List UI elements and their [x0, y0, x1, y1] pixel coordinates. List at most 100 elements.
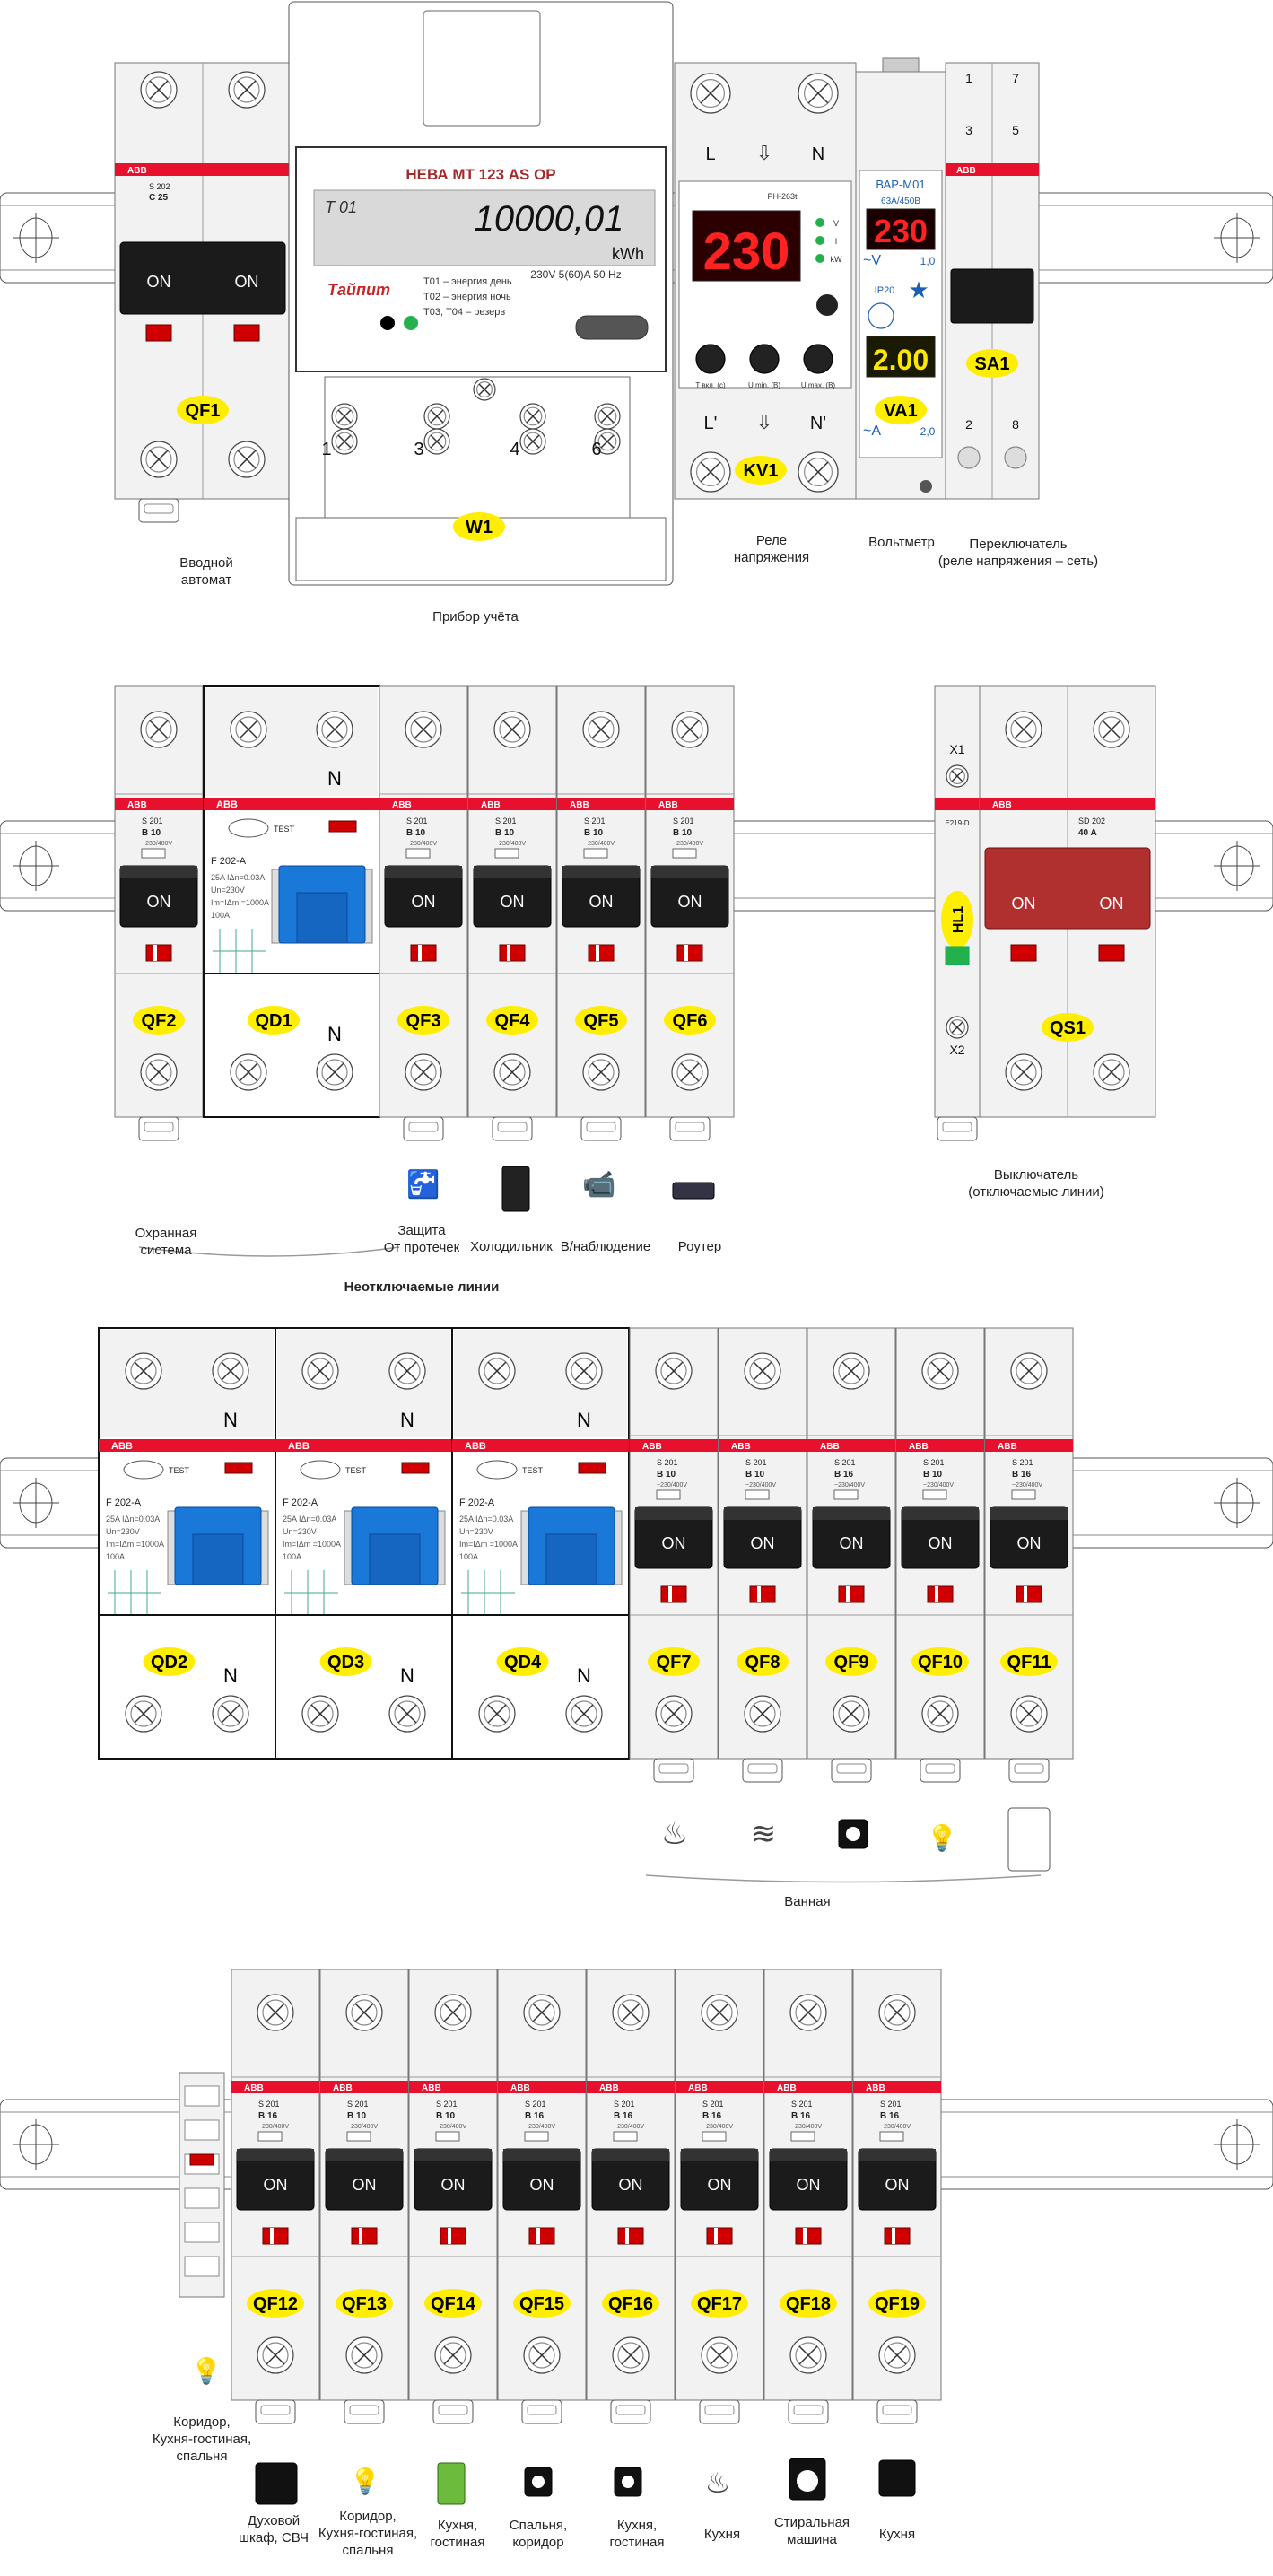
sa1-terminal: 3	[965, 123, 972, 137]
mcb-rating: B 16	[834, 1470, 854, 1480]
screw-icon	[478, 1695, 516, 1733]
test-label: TEST	[169, 1466, 190, 1475]
relay-model: РН-263t	[767, 192, 798, 201]
meter-spec: 230V 5(60)A 50 Hz	[530, 268, 621, 281]
screw-slot	[1102, 1062, 1121, 1082]
mcb-toggle-top	[474, 866, 551, 878]
abb-band	[646, 798, 734, 810]
neutral-label: N	[577, 1409, 591, 1431]
clip-slot	[658, 1763, 689, 1774]
mcb-on-text: ON	[678, 893, 702, 911]
screw-icon	[140, 711, 178, 748]
mcb-voltage: ~230/400V	[923, 1482, 954, 1489]
qf17-caption: Кухня	[703, 2527, 741, 2542]
screw-icon	[946, 1016, 969, 1039]
test-button	[228, 818, 269, 838]
tag-oval	[336, 2289, 393, 2318]
busbar-module	[179, 2072, 225, 2298]
mcb-model: S 201	[673, 816, 694, 825]
sa1-caption: Переключатель (реле напряжения – сеть)	[937, 537, 1099, 569]
rcd-model: F 202-A	[459, 1498, 495, 1508]
tag-oval	[453, 512, 505, 541]
mcb-toggle-top	[562, 866, 640, 878]
rcd-spec: 25A IΔn=0.03A	[459, 1515, 513, 1524]
abb-logo: ABB	[820, 1442, 840, 1452]
abb-logo: ABB	[956, 166, 976, 176]
qs1-indicator	[1098, 944, 1125, 962]
mcb-capacity	[583, 848, 608, 859]
screw-icon	[878, 1994, 916, 2031]
mcb-voltage: ~230/400V	[584, 841, 615, 847]
mcb-on-text: ON	[840, 1534, 864, 1552]
sa1-terminal: 7	[1012, 71, 1019, 85]
qs1-rating: 40 A	[1078, 828, 1097, 838]
mcb-voltage: ~230/400V	[142, 841, 172, 847]
clip-slot	[497, 1122, 528, 1132]
tag-oval	[496, 1647, 549, 1676]
mcb-on-text: ON	[264, 2176, 288, 2194]
meter-led	[404, 316, 418, 330]
tag-label: QF10	[911, 1647, 969, 1676]
rcd-top	[100, 1330, 274, 1437]
relay-terminal: L	[705, 144, 715, 164]
qf1-on: ON	[235, 273, 259, 291]
clip-slot	[260, 2405, 291, 2415]
clip-slot	[408, 1122, 439, 1132]
mcb-indicator	[410, 944, 437, 962]
screw-icon	[655, 1695, 693, 1733]
tag-text: QF10	[918, 1653, 963, 1672]
relay-knob-label: U max. (В)	[801, 381, 836, 389]
mcb-capacity	[745, 1489, 770, 1500]
qf1-on: ON	[147, 273, 171, 291]
screw-slot	[397, 1704, 417, 1724]
voltmeter-reset-icon	[868, 302, 894, 329]
screw-icon	[434, 2336, 472, 2374]
relay-knob-label: U min. (В)	[748, 381, 780, 389]
kv1-caption: Реле напряжения	[733, 533, 810, 565]
din-clip	[831, 1758, 872, 1783]
tag-text: QF9	[834, 1653, 869, 1672]
mcb-model: S 201	[258, 2100, 280, 2109]
abb-band	[231, 2081, 319, 2093]
tag-oval	[966, 349, 1018, 378]
mcb-rating: B 16	[1012, 1470, 1032, 1480]
meter-led	[380, 316, 395, 330]
meter-lcd	[313, 189, 656, 266]
mcb-indicator	[660, 1585, 687, 1603]
screw-slot	[532, 2345, 552, 2365]
rcd-spec: 25A IΔn=0.03A	[283, 1515, 336, 1524]
rcd-indicator	[224, 1462, 253, 1474]
screw-slot	[887, 2345, 907, 2365]
mcb-indicator-gap	[668, 1586, 672, 1602]
bathroom-caption: Ванная	[784, 1894, 831, 1909]
tag-oval	[875, 396, 927, 424]
tag-label: QD3	[319, 1647, 372, 1676]
screw-slot	[710, 2003, 729, 2022]
din-clip	[788, 2399, 829, 2424]
screw-slot	[221, 1361, 240, 1381]
abb-logo: ABB	[127, 166, 147, 176]
screw-icon	[388, 1352, 426, 1390]
mcb-capacity	[257, 2131, 283, 2142]
mcb-indicator-gap	[1024, 1586, 1027, 1602]
abb-band	[115, 798, 203, 810]
star-icon: ★	[908, 276, 929, 303]
screw-slot	[237, 80, 257, 100]
mcb-toggle-top	[859, 2149, 936, 2161]
tag-text: QF4	[495, 1011, 531, 1031]
meter-unit: kWh	[612, 245, 644, 263]
screw-icon	[230, 711, 267, 748]
screw-slot	[325, 720, 344, 739]
cooktop-icon: ♨	[705, 2467, 731, 2499]
screw-slot	[807, 83, 829, 104]
rcd-spec: Im=IΔm =1000A	[211, 898, 269, 907]
router-icon	[672, 1182, 715, 1200]
clip-slot	[704, 2405, 735, 2415]
relay-knob-label: T вкл. (с)	[695, 381, 726, 389]
qf16-caption: Кухня, гостиная	[609, 2518, 665, 2550]
mcb-rating: B 16	[880, 2111, 900, 2121]
